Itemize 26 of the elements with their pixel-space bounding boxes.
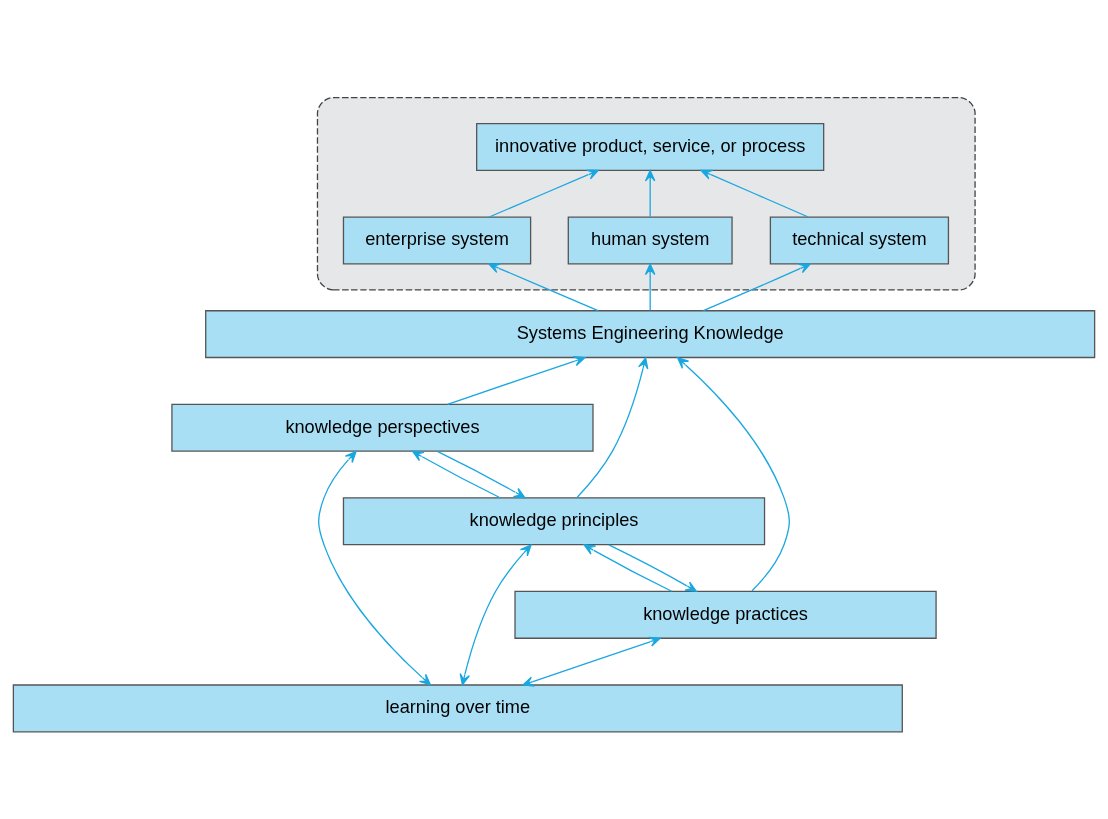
- arrow: [318, 451, 431, 686]
- arrow: [644, 263, 656, 311]
- arrow: [583, 544, 673, 592]
- node-box: Systems Engineering Knowledge: [205, 310, 1096, 359]
- node-box: knowledge perspectives: [171, 403, 594, 452]
- arrow: [488, 263, 599, 312]
- node-box: knowledge principles: [342, 497, 766, 546]
- node-box: human system: [567, 216, 733, 265]
- arrow: [436, 450, 526, 499]
- node-box: knowledge practices: [514, 590, 937, 639]
- arrow: [700, 169, 809, 218]
- arrow: [412, 450, 501, 499]
- arrow: [459, 544, 532, 686]
- node-box: technical system: [769, 216, 950, 265]
- node-box: innovative product, service, or process: [476, 122, 825, 171]
- arrow: [488, 169, 599, 218]
- arrow: [446, 355, 586, 405]
- arrow: [677, 357, 790, 592]
- cluster: [316, 96, 976, 291]
- arrow: [576, 357, 649, 499]
- arrow: [702, 263, 811, 312]
- node-box: enterprise system: [342, 216, 532, 265]
- arrow: [522, 636, 661, 687]
- arrow: [644, 169, 656, 218]
- arrow: [608, 544, 697, 592]
- node-box: learning over time: [12, 684, 903, 733]
